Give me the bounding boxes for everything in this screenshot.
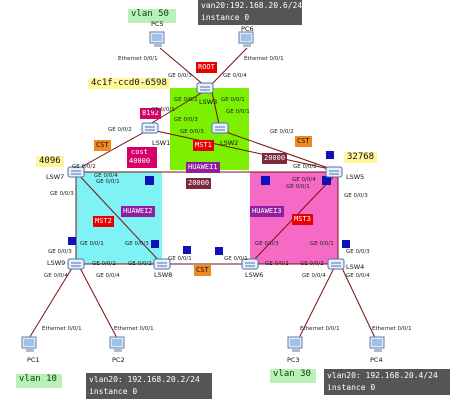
priority-8192-tag: 8192 — [140, 108, 161, 119]
cst-right-tag: CST — [295, 136, 312, 147]
priority-lsw7-note: 4096 — [36, 156, 64, 167]
left-info-box: vlan20: 192.168.20.2/24 instance 0 — [86, 373, 212, 399]
port-lsw5-ge2: GE 0/0/2 — [293, 164, 317, 170]
left-info-line1: vlan20: 192.168.20.2/24 — [89, 375, 200, 384]
lsw1-label: LSW1 — [152, 139, 171, 147]
pc-icons — [21, 31, 385, 352]
root-tag: ROOT — [196, 62, 217, 73]
port-pc5-eth: Ethernet 0/0/1 — [118, 56, 158, 62]
mst3-tag: MST3 — [292, 214, 313, 225]
port-lsw7-ge2: GE 0/0/2 — [72, 164, 96, 170]
port-lsw3-ge4: GE 0/0/4 — [223, 73, 247, 79]
port-lsw4-ge4b: GE 0/0/4 — [346, 273, 370, 279]
huawei3-tag: HUAWEI3 — [250, 206, 284, 217]
mst2-tag: MST2 — [93, 216, 114, 227]
bridge-id-note: 4c1f-ccd0-6598 — [88, 78, 170, 89]
pc1-label: PC1 — [27, 356, 40, 364]
port-lsw5-ge1: GE 0/0/1 — [286, 184, 310, 190]
cost-20000-center-tag: 20000 — [186, 178, 212, 189]
port-lsw6-ge1: GE 0/0/1 — [224, 256, 248, 262]
pc4-label: PC4 — [370, 356, 383, 364]
port-lsw3-ge1: GE 0/0/1 — [221, 97, 245, 103]
cost-20000-right-tag: 20000 — [262, 153, 288, 164]
lsw5-label: LSW5 — [346, 173, 365, 181]
priority-lsw5-note: 32768 — [344, 152, 378, 163]
port-lsw9-ge2: GE 0/0/2 — [92, 261, 116, 267]
mst1-tag: MST1 — [193, 140, 214, 151]
port-lsw2-ge3: GE 0/0/3 — [174, 117, 198, 123]
port-pc3-eth: Ethernet 0/0/1 — [300, 326, 340, 332]
right-info-line1: vlan20: 192.168.20.4/24 — [327, 371, 438, 380]
pc3-label: PC3 — [287, 356, 300, 364]
port-lsw6-ge2: GE 0/0/2 — [265, 261, 289, 267]
port-lsw3-ge2: GE 0/0/2 — [174, 97, 198, 103]
port-lsw6-ge3: GE 0/0/3 — [255, 241, 279, 247]
port-lsw8-ge3: GE 0/0/3 — [125, 241, 149, 247]
port-lsw2-ge1: GE 0/0/1 — [226, 109, 250, 115]
switch-icons — [67, 82, 345, 270]
right-info-line2: instance 0 — [327, 383, 376, 392]
vlan30-note: vlan 30 — [270, 369, 316, 383]
cost-value: 40000 — [129, 157, 151, 165]
lsw6-label: LSW6 — [245, 271, 264, 279]
port-lsw1-ge1: GE 0/0/1 — [151, 107, 175, 113]
cst-left-tag: CST — [94, 140, 111, 151]
port-lsw4-ge3: GE 0/0/3 — [346, 249, 370, 255]
port-lsw4-ge1: GE 0/0/1 — [310, 241, 334, 247]
vlan10-note: vlan 10 — [16, 374, 62, 388]
port-lsw8-ge2: GE 0/0/2 — [128, 261, 152, 267]
port-lsw7-ge3: GE 0/0/3 — [50, 191, 74, 197]
cost-label: cost — [131, 148, 148, 156]
port-lsw8-ge1: GE 0/0/1 — [168, 256, 192, 262]
port-lsw9-ge3: GE 0/0/3 — [48, 249, 72, 255]
cst-bottom-tag: CST — [194, 265, 211, 276]
port-pc2-eth: Ethernet 0/0/1 — [114, 326, 154, 332]
port-pc1-eth: Ethernet 0/0/1 — [42, 326, 82, 332]
lsw8-label: LSW8 — [154, 271, 173, 279]
huawei2-tag: HUAWEI2 — [121, 206, 155, 217]
top-info-line2: instance 0 — [201, 13, 250, 22]
port-pc6-eth: Ethernet 0/0/1 — [244, 56, 284, 62]
port-lsw5-ge3: GE 0/0/3 — [344, 193, 368, 199]
left-info-line2: instance 0 — [89, 387, 138, 396]
port-pc4-eth: Ethernet 0/0/1 — [372, 326, 412, 332]
region-green — [170, 88, 249, 170]
port-lsw4-ge2: GE 0/0/2 — [300, 261, 324, 267]
cost-tag: cost 40000 — [127, 147, 157, 168]
huawei1-tag: HUAWEI1 — [186, 162, 220, 173]
port-lsw2-ge2: GE 0/0/2 — [270, 129, 294, 135]
lsw7-label: LSW7 — [46, 173, 65, 181]
pc2-label: PC2 — [112, 356, 125, 364]
pc5-label: PC5 — [151, 20, 164, 28]
port-lsw9-ge1: GE 0/0/1 — [80, 241, 104, 247]
right-info-box: vlan20: 192.168.20.4/24 instance 0 — [324, 369, 450, 395]
port-lsw1-ge3: GE 0/0/3 — [180, 129, 204, 135]
lsw4-label: LSW4 — [346, 263, 365, 271]
port-lsw9-ge4: GE 0/0/4 — [44, 273, 68, 279]
top-info-box: van20:192.168.20.6/24 instance 0 — [198, 0, 302, 25]
port-lsw4-ge4: GE 0/0/4 — [302, 273, 326, 279]
lsw9-label: LSW9 — [47, 259, 66, 267]
port-lsw7-ge1: GE 0/0/1 — [96, 179, 120, 185]
vlan50-note: vlan 50 — [128, 9, 176, 23]
port-lsw1-ge2: GE 0/0/2 — [108, 127, 132, 133]
lsw3-label: LSW3 — [199, 98, 218, 106]
port-lsw3-ge3: GE 0/0/3 — [168, 73, 192, 79]
lsw2-label: LSW2 — [220, 139, 239, 147]
top-info-line1: van20:192.168.20.6/24 — [201, 1, 303, 10]
port-lsw7-ge4: GE 0/0/4 — [94, 173, 118, 179]
port-lsw5-ge4: GE 0/0/4 — [292, 177, 316, 183]
port-lsw9-ge4b: GE 0/0/4 — [96, 273, 120, 279]
pc6-label: PC6 — [241, 25, 254, 33]
